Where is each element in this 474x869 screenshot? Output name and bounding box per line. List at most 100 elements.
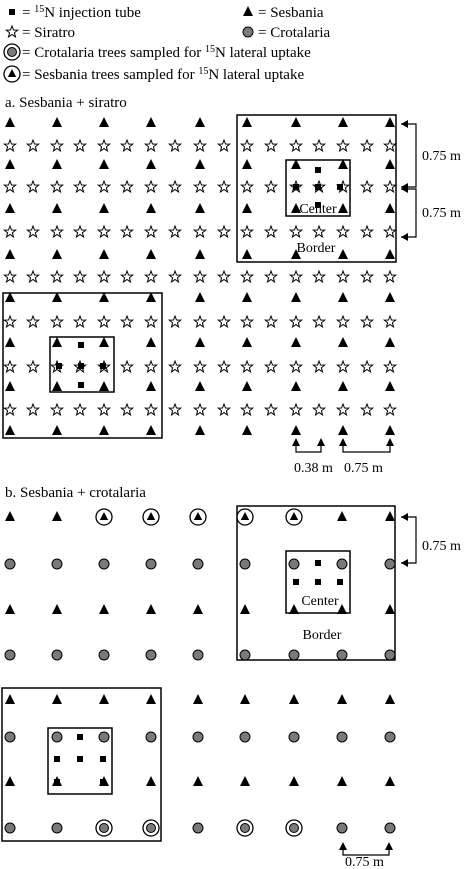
sesbania-marker bbox=[146, 117, 156, 127]
sesbania-marker bbox=[52, 604, 62, 614]
siratro-marker bbox=[2, 138, 18, 153]
siratro-marker bbox=[239, 269, 255, 284]
panel-b-border-box-left bbox=[1, 687, 162, 842]
siratro-marker bbox=[192, 314, 208, 329]
siratro-marker bbox=[167, 314, 183, 329]
sesbania-marker bbox=[291, 117, 301, 127]
panel-b-center-box-right bbox=[285, 550, 351, 614]
sesbania-marker bbox=[385, 604, 395, 614]
siratro-marker bbox=[167, 224, 183, 239]
panel-a-dimensions: 0.75 m 0.75 m 0.38 m 0.75 m bbox=[292, 120, 461, 476]
siratro-marker bbox=[25, 359, 41, 374]
sesbania-sampled-core bbox=[240, 512, 250, 520]
crotalaria-marker bbox=[192, 731, 204, 743]
siratro-marker bbox=[96, 314, 112, 329]
sesbania-marker bbox=[52, 203, 62, 213]
panel-a-border-label: Border bbox=[297, 241, 336, 256]
sesbania-marker bbox=[52, 425, 62, 435]
siratro-marker bbox=[288, 314, 304, 329]
siratro-marker bbox=[2, 402, 18, 417]
legend-crotalaria-sampled-label: = Crotalaria trees sampled for 15N later… bbox=[22, 44, 311, 62]
sesbania-marker bbox=[243, 6, 253, 16]
sesbania-marker bbox=[385, 203, 395, 213]
sesbania-marker bbox=[195, 425, 205, 435]
panel-a: a. Sesbania + siratro Center Border 0.75… bbox=[2, 95, 461, 476]
crotalaria-marker bbox=[336, 558, 348, 570]
sesbania-marker bbox=[5, 117, 15, 127]
sesbania-marker bbox=[338, 337, 348, 347]
sesbania-marker bbox=[338, 249, 348, 259]
panel-a-center-box-right bbox=[285, 159, 351, 217]
siratro-marker bbox=[72, 314, 88, 329]
sesbania-marker bbox=[195, 337, 205, 347]
sesbania-marker bbox=[289, 604, 299, 614]
siratro-marker bbox=[263, 224, 279, 239]
crotalaria-marker bbox=[192, 822, 204, 834]
sesbania-marker bbox=[385, 381, 395, 391]
sesbania-marker bbox=[146, 425, 156, 435]
sesbania-marker bbox=[52, 159, 62, 169]
injection-tube-marker bbox=[315, 184, 321, 190]
crotalaria-marker bbox=[4, 558, 16, 570]
siratro-marker bbox=[143, 269, 159, 284]
panel-a-title: a. Sesbania + siratro bbox=[5, 95, 127, 111]
sesbania-marker bbox=[5, 511, 15, 521]
crotalaria-marker bbox=[51, 822, 63, 834]
sesbania-marker bbox=[242, 425, 252, 435]
sesbania-marker bbox=[52, 511, 62, 521]
siratro-marker bbox=[49, 269, 65, 284]
injection-tube-marker bbox=[315, 579, 321, 585]
sesbania-marker bbox=[52, 249, 62, 259]
sesbania-marker bbox=[52, 694, 62, 704]
siratro-marker bbox=[263, 269, 279, 284]
siratro-marker bbox=[335, 269, 351, 284]
crotalaria-marker bbox=[98, 649, 110, 661]
sesbania-marker bbox=[5, 159, 15, 169]
crotalaria-marker bbox=[4, 649, 16, 661]
sesbania-marker bbox=[291, 337, 301, 347]
siratro-marker bbox=[288, 138, 304, 153]
sesbania-marker bbox=[291, 203, 301, 213]
crotalaria-marker bbox=[384, 649, 396, 661]
sesbania-marker bbox=[242, 292, 252, 302]
sesbania-marker bbox=[195, 117, 205, 127]
sesbania-marker bbox=[291, 159, 301, 169]
injection-tube-marker bbox=[78, 363, 84, 369]
siratro-marker bbox=[4, 24, 20, 39]
panel-b: b. Sesbania + crotalaria Center Border 0… bbox=[1, 485, 461, 869]
siratro-marker bbox=[119, 359, 135, 374]
sesbania-marker bbox=[291, 381, 301, 391]
siratro-marker bbox=[2, 359, 18, 374]
siratro-marker bbox=[192, 402, 208, 417]
siratro-marker bbox=[119, 138, 135, 153]
injection-tube-marker bbox=[78, 342, 84, 348]
siratro-marker bbox=[25, 314, 41, 329]
siratro-marker bbox=[216, 359, 232, 374]
siratro-marker bbox=[96, 402, 112, 417]
siratro-marker bbox=[382, 402, 398, 417]
crotalaria-marker bbox=[192, 649, 204, 661]
sesbania-marker bbox=[146, 694, 156, 704]
siratro-marker bbox=[311, 269, 327, 284]
siratro-marker bbox=[143, 402, 159, 417]
sesbania-marker bbox=[337, 511, 347, 521]
sesbania-marker bbox=[337, 604, 347, 614]
panel-a-dim-right: 0.75 m bbox=[344, 461, 383, 476]
panel-a-dim-top: 0.75 m bbox=[422, 149, 461, 164]
sesbania-marker bbox=[52, 381, 62, 391]
siratro-marker bbox=[382, 359, 398, 374]
siratro-marker bbox=[25, 224, 41, 239]
injection-tube-marker bbox=[56, 363, 62, 369]
siratro-marker bbox=[382, 314, 398, 329]
sesbania-marker bbox=[52, 117, 62, 127]
siratro-marker bbox=[263, 359, 279, 374]
crotalaria-marker bbox=[336, 649, 348, 661]
siratro-marker bbox=[96, 224, 112, 239]
sesbania-marker bbox=[195, 203, 205, 213]
siratro-marker bbox=[359, 224, 375, 239]
sesbania-sampled-core bbox=[146, 512, 156, 520]
injection-tube-marker bbox=[315, 560, 321, 566]
sesbania-marker bbox=[146, 381, 156, 391]
sesbania-marker bbox=[146, 776, 156, 786]
sesbania-marker bbox=[338, 292, 348, 302]
